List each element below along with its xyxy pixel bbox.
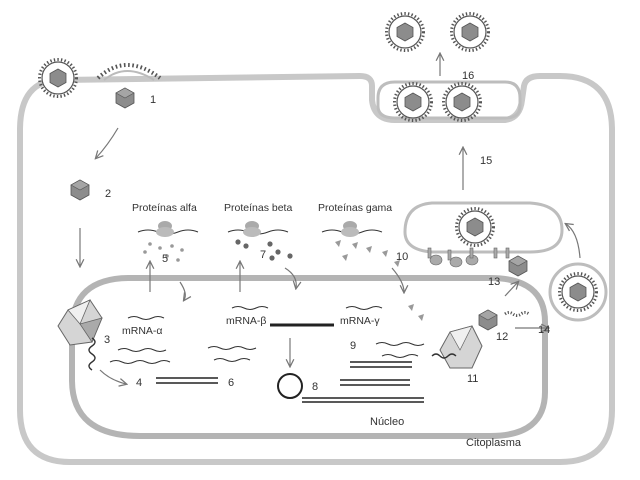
- beta-protein-synthesis: [227, 221, 293, 261]
- released-virion: [450, 12, 490, 52]
- step-9: 9: [350, 340, 356, 352]
- mrna-gamma-strands: [345, 306, 425, 358]
- step-2: 2: [105, 188, 111, 200]
- virion-in-vesicle: [442, 82, 482, 122]
- label-gamma-proteins: Proteínas gama: [318, 202, 392, 214]
- step-5: 5: [162, 253, 168, 265]
- label-cytoplasm: Citoplasma: [466, 437, 522, 449]
- mrna-alpha-strands: [109, 316, 171, 364]
- virion-in-vesicle: [393, 82, 433, 122]
- label-nucleus: Núcleo: [370, 416, 404, 428]
- entering-capsid: [115, 87, 135, 109]
- step-6: 6: [228, 377, 234, 389]
- membrane-glycoproteins: [427, 247, 510, 268]
- gamma-protein-synthesis: [321, 221, 424, 321]
- step-13: 13: [488, 276, 500, 288]
- label-beta-proteins: Proteínas beta: [224, 202, 292, 214]
- label-mrna-alpha: mRNA-α: [122, 325, 162, 337]
- label-mrna-gamma: mRNA-γ: [340, 315, 380, 327]
- process-arrows: [80, 54, 581, 384]
- step-3: 3: [104, 334, 110, 346]
- secretory-vesicle: [548, 262, 608, 322]
- step-11: 11: [467, 373, 478, 385]
- step-7: 7: [260, 249, 266, 261]
- step-16: 16: [462, 70, 474, 82]
- cytoplasmic-capsid-13: [508, 255, 528, 277]
- nuclear-assembly-capsid: [431, 325, 483, 369]
- step-8: 8: [312, 381, 318, 393]
- step-4: 4: [136, 377, 142, 389]
- step-1: 1: [150, 94, 156, 106]
- step-12: 12: [496, 331, 508, 343]
- viral-dna: [156, 323, 424, 403]
- mrna-beta-strands: [207, 306, 269, 362]
- label-mrna-beta: mRNA-β: [226, 315, 266, 327]
- step-10: 10: [396, 251, 408, 263]
- alpha-protein-synthesis: [137, 221, 199, 262]
- step-numbers: 1 2 3 4 5 6 7 8 9 10 11 12 13 14 15 16: [104, 70, 550, 393]
- virion-in-secretory-vesicle: [558, 272, 598, 312]
- step-15: 15: [480, 155, 492, 167]
- cell-membrane: [17, 72, 615, 465]
- step-14: 14: [538, 324, 550, 336]
- enveloped-virion: [455, 207, 495, 247]
- capsid-at-nuclear-pore: [57, 299, 103, 371]
- label-alpha-proteins: Proteínas alfa: [132, 202, 197, 214]
- cytoplasmic-capsid: [70, 179, 90, 201]
- released-virion: [385, 12, 425, 52]
- exocytosis-vesicle: [376, 80, 522, 120]
- attaching-virion: [38, 58, 78, 98]
- budding-capsid: [478, 309, 498, 331]
- envelopment-compartment: [403, 201, 564, 254]
